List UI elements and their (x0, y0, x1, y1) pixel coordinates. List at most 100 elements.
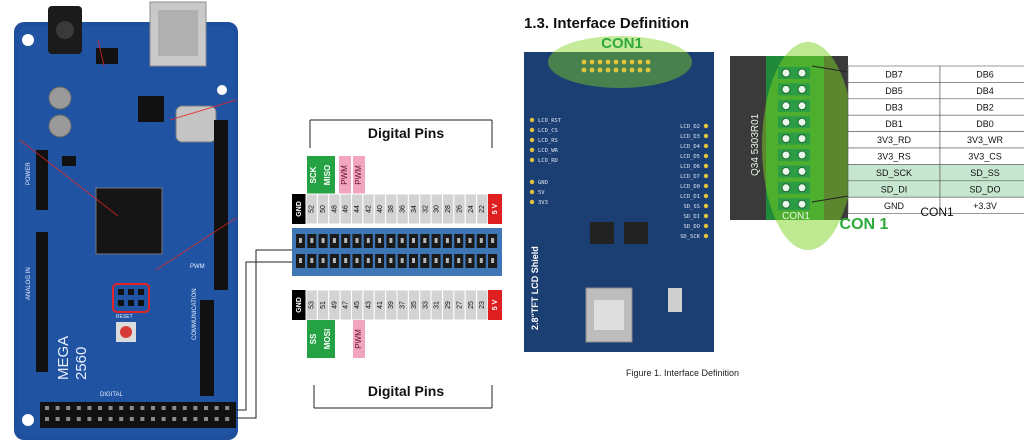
silk-con1: CON1 (782, 211, 810, 222)
con1-table-cell: DB0 (976, 119, 994, 129)
con1-table-cell: DB7 (885, 70, 903, 80)
bottom-pin-label: 37 (400, 301, 407, 309)
reset-button-icon (120, 326, 132, 338)
bottom-pin-label: 47 (343, 301, 350, 309)
arduino-mega-board: MEGA 2560 POWER ANALOG IN DIGITAL COMMUN… (14, 1, 238, 440)
top-gnd-label: GND (296, 201, 303, 217)
bottom-pin-label: 43 (365, 301, 372, 309)
silk-text: Q34 5303R01 (750, 113, 761, 176)
top-5v-label: 5 V (492, 203, 499, 214)
bottom-pin-label: 33 (422, 301, 429, 309)
con1-connector-label: CON 1 (840, 216, 889, 233)
bottom-pin-label: 35 (411, 301, 418, 309)
power-header (36, 150, 48, 210)
bottom-digital-pins-title: Digital Pins (368, 383, 444, 399)
top-pin-label: 42 (365, 205, 372, 213)
shield-right-label: LCD_D0 (680, 184, 700, 190)
shield-right-label: LCD_D7 (680, 174, 700, 180)
ss-tag: SS (309, 333, 318, 344)
con1-table-cell: DB1 (885, 119, 903, 129)
power-label: POWER (26, 162, 32, 185)
shield-left-label: LCD_WR (538, 148, 559, 154)
figure-caption: Figure 1. Interface Definition (626, 368, 739, 378)
con1-table-cell: 3V3_CS (968, 152, 1002, 162)
bottom-pin-label: 27 (456, 301, 463, 309)
tft-shield-board: CON1 LCD_RST LCD_CS LCD_RS LCD_WR LCD_RD GND 5… (524, 35, 714, 352)
right-digital-header (214, 120, 228, 290)
con1-table-cell: 3V3_WR (967, 135, 1004, 145)
con1-table-cell: DB4 (976, 86, 994, 96)
pwm-tag-45: PWM (354, 329, 363, 349)
shield-right-label: LCD_D2 (680, 124, 700, 130)
top-pin-label: 48 (331, 205, 338, 213)
miso-tag: MISO (323, 165, 332, 185)
top-pin-label: 38 (388, 205, 395, 213)
con1-table-cell: SD_SS (970, 168, 1000, 178)
con1-table-cell: SD_SCK (876, 168, 912, 178)
con1-table-cell: SD_DI (881, 184, 908, 194)
top-pin-label: 40 (377, 205, 384, 213)
shield-left-label: LCD_CS (538, 128, 558, 134)
con1-table-cell: 3V3_RD (877, 135, 912, 145)
top-digital-pins-title: Digital Pins (368, 125, 444, 141)
analog-label: ANALOG IN (26, 267, 32, 300)
con1-table-cell: DB6 (976, 70, 994, 80)
communication-label: COMMUNICATION (192, 288, 198, 340)
bottom-pin-label: 49 (331, 301, 338, 309)
board-model-line1: MEGA (55, 336, 72, 380)
shield-left-label: LCD_RST (538, 118, 562, 124)
shield-right-label: SD_SCK (680, 234, 701, 240)
bottom-pin-label: 23 (479, 301, 486, 309)
top-pin-label: 24 (468, 205, 475, 213)
shield-right-label: LCD_D3 (680, 134, 700, 140)
pwm-tag-44: PWM (354, 165, 363, 185)
bottom-digital-header (40, 402, 236, 428)
top-pin-label: 44 (354, 205, 361, 213)
con1-table-cell: 3V3_RS (877, 152, 911, 162)
sck-tag: SCK (309, 166, 318, 183)
shield-right-label: LCD_D5 (680, 154, 700, 160)
shield-right-label: SD_DI (683, 214, 700, 220)
shield-right-label: SD_SS (683, 204, 700, 210)
shield-left-label: GND (538, 180, 548, 186)
microcontroller-chip-icon (95, 187, 163, 255)
bottom-gnd-label: GND (296, 297, 303, 313)
top-pin-label: 30 (434, 205, 441, 213)
shield-right-label: LCD_D6 (680, 164, 700, 170)
pwm-tag-46: PWM (340, 165, 349, 185)
shield-left-label: LCD_RS (538, 138, 558, 144)
con1-top-label: CON1 (601, 35, 643, 52)
con1-table-cell: DB2 (976, 102, 994, 112)
top-pin-label: 32 (422, 205, 429, 213)
shield-left-label: LCD_RD (538, 158, 558, 164)
top-pin-label: 26 (456, 205, 463, 213)
shield-right-label: LCD_D1 (680, 194, 700, 200)
board-model-line2: 2560 (73, 347, 90, 380)
bottom-5v-label: 5 V (492, 299, 499, 310)
section-heading: 1.3. Interface Definition (524, 15, 689, 32)
bottom-pin-label: 53 (309, 301, 316, 309)
bottom-pin-label: 25 (468, 301, 475, 309)
bottom-pin-label: 45 (354, 301, 361, 309)
bottom-pin-label: 39 (388, 301, 395, 309)
bottom-pin-label: 51 (320, 301, 327, 309)
top-pin-label: 22 (479, 205, 486, 213)
bottom-pin-label: 31 (434, 301, 441, 309)
shield-left-label: 5V (538, 190, 545, 196)
bottom-pin-label: 29 (445, 301, 452, 309)
mosi-tag: MOSI (323, 329, 332, 349)
analog-header (36, 232, 48, 372)
shield-left-label: 3V3 (538, 200, 548, 206)
shield-right-label: LCD_D4 (680, 144, 701, 150)
con1-table-cell: DB3 (885, 102, 903, 112)
con1-table-cell: SD_DO (969, 184, 1000, 194)
con1-table-caption: CON1 (920, 205, 954, 219)
con1-table-cell: GND (884, 201, 905, 211)
top-pin-label: 28 (445, 205, 452, 213)
top-pin-label: 34 (411, 205, 418, 213)
top-pin-label: 36 (400, 205, 407, 213)
shield-right-label: SD_DO (683, 224, 700, 230)
top-pin-label: 50 (320, 205, 327, 213)
